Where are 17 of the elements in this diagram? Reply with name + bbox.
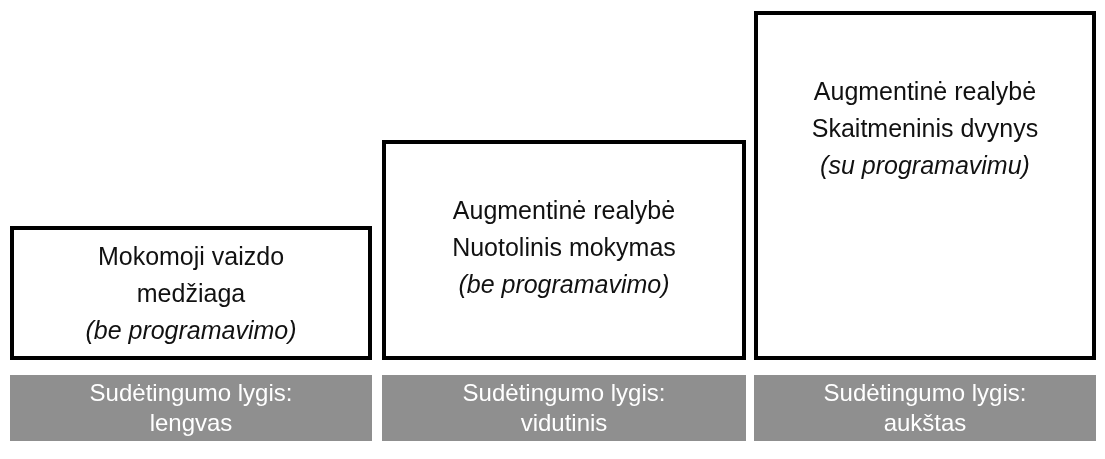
level-label: Sudėtingumo lygis: vidutinis	[461, 378, 667, 438]
topic-text: Nuotolinis mokymas	[452, 232, 676, 263]
topic-text: Augmentinė realybė	[452, 195, 676, 226]
topic-box	[754, 11, 1096, 360]
level-bar	[10, 375, 372, 441]
note-text: (be programavimo)	[85, 315, 297, 346]
level-label: Sudėtingumo lygis: aukštas	[822, 378, 1028, 438]
note-text: (su programavimu)	[820, 150, 1030, 181]
level-bar	[754, 375, 1096, 441]
topic-text: Skaitmeninis dvynys	[811, 113, 1039, 144]
note-text: (be programavimo)	[458, 269, 670, 300]
level-bar	[382, 375, 746, 441]
topic-text: Augmentinė realybė	[813, 76, 1037, 107]
level-label: Sudėtingumo lygis: lengvas	[88, 378, 294, 438]
topic-text: Mokomoji vaizdo medžiaga	[96, 241, 286, 309]
topic-box	[382, 140, 746, 360]
topic-box	[10, 226, 372, 360]
